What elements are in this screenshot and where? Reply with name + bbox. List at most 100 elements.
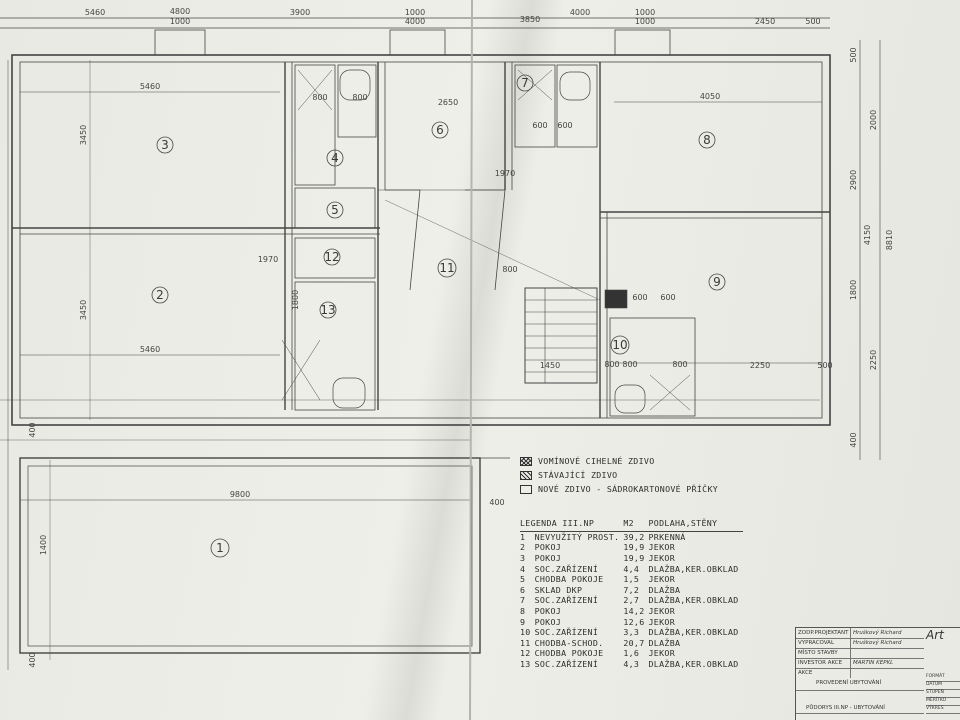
- dim-small-7: 800: [672, 360, 687, 369]
- dim-left-2: 3450: [79, 300, 88, 320]
- tb-drawing-name: PŮDORYS III.NP - UBYTOVÁNÍ: [806, 705, 885, 711]
- dim-small-9: 600: [632, 293, 647, 302]
- legend-room-floor: JEKOR: [648, 574, 675, 585]
- legend-room-floor: DLAŽBA,KER.OBKLAD: [648, 595, 739, 606]
- legend-room-name: CHODBA POKOJE: [534, 648, 604, 659]
- dim-right-5: 1800: [849, 280, 858, 300]
- legend-room-area: 2,7: [623, 595, 640, 606]
- legend-room-area: 14,2: [623, 606, 645, 617]
- legend-room-floor: JEKOR: [648, 606, 675, 617]
- tb-value: MARTIN KEPKL: [853, 660, 894, 666]
- dim-small-11: 800: [502, 265, 517, 274]
- legend-room-name: SOC.ZAŘÍZENÍ: [534, 563, 599, 574]
- legend-room-area: 20,7: [623, 637, 645, 648]
- dim-small-1: 800: [312, 93, 327, 102]
- room-4-label: 4: [331, 151, 339, 165]
- legend-panel: VOMÍNOVÉ CIHELNÉ ZDIVO STÁVAJÍCÍ ZDIVO N…: [520, 454, 760, 669]
- legend-room-number: 8: [520, 606, 526, 617]
- legend-room-floor: JEKOR: [648, 542, 675, 553]
- legend-room-name: SOC.ZAŘÍZENÍ: [534, 627, 599, 638]
- legend-room-floor: JEKOR: [648, 648, 675, 659]
- room-13-label: 13: [320, 303, 335, 317]
- legend-room-number: 6: [520, 584, 526, 595]
- dim-left-6: 400: [28, 652, 37, 667]
- legend-room-area: 3,3: [623, 627, 640, 638]
- dim-right-8: 400: [849, 432, 858, 447]
- legend-room-name: POKOJ: [534, 606, 562, 617]
- dim-inner-1: 5460: [140, 82, 160, 91]
- tb-side-field: FORMÁT: [926, 673, 960, 682]
- tb-side-field: DATUM: [926, 681, 960, 690]
- dim-top-10: 4000: [570, 8, 590, 17]
- legend-room-area: 12,6: [623, 616, 645, 627]
- room-5-label: 5: [331, 203, 339, 217]
- dim-inner-8: 400: [489, 498, 504, 507]
- material-legend-row: STÁVAJÍCÍ ZDIVO: [520, 468, 760, 482]
- room-3-label: 3: [161, 138, 169, 152]
- dim-right-7: 2250: [869, 350, 878, 370]
- dim-right-2: 2000: [869, 110, 878, 130]
- room-11-label: 11: [439, 261, 454, 275]
- tb-label: ZODP.PROJEKTANT: [796, 628, 851, 638]
- title-block-row: MÍSTO STAVBY: [796, 648, 924, 659]
- legend-room-area: 4,3: [623, 659, 640, 670]
- dim-inner-5: 2250: [750, 361, 770, 370]
- material-legend-text: VOMÍNOVÉ CIHELNÉ ZDIVO: [538, 456, 655, 466]
- dim-top-6: 4000: [405, 17, 425, 26]
- legend-room-name: SOC.ZAŘÍZENÍ: [534, 595, 599, 606]
- dim-inner-4: 5460: [140, 345, 160, 354]
- legend-room-floor: DLAŽBA: [648, 584, 681, 595]
- dim-top-9: 1000: [635, 8, 655, 17]
- dim-left-1: 3450: [79, 125, 88, 145]
- legend-room-number: 7: [520, 595, 526, 606]
- legend-room-floor: JEKOR: [648, 553, 675, 564]
- legend-room-area: 19,9: [623, 542, 645, 553]
- legend-room-number: 3: [520, 553, 526, 564]
- legend-room-area: 19,9: [623, 553, 645, 564]
- legend-room-name: CHODBA-SCHOD.: [534, 637, 604, 648]
- material-legend-text: NOVÉ ZDIVO - SÁDROKARTONOVÉ PŘÍČKY: [538, 484, 719, 494]
- tb-side-field: MĚŘÍTKO: [926, 697, 960, 706]
- legend-room-floor: JEKOR: [648, 616, 675, 627]
- legend-room-name: CHODBA POKOJE: [534, 574, 604, 585]
- room-10-label: 10: [612, 338, 627, 352]
- room-7-label: 7: [521, 76, 529, 90]
- room-9-label: 9: [713, 275, 721, 289]
- legend-room-area: 7,2: [623, 584, 640, 595]
- dim-top-11: 2450: [755, 17, 775, 26]
- legend-room-number: 9: [520, 616, 526, 627]
- dim-top-12: 500: [805, 17, 820, 26]
- legend-room-number: 11: [520, 637, 531, 648]
- room-1-label: 1: [216, 541, 224, 555]
- legend-room-number: 12: [520, 648, 531, 659]
- legend-room-floor: DLAŽBA,KER.OBKLAD: [648, 627, 739, 638]
- dim-top-5: 1000: [405, 8, 425, 17]
- dim-small-10: 1970: [258, 255, 278, 264]
- legend-room-name: NEVYUŽITÝ PROST.: [534, 531, 620, 542]
- dim-right-6: 8810: [885, 230, 894, 250]
- dim-small-4: 600: [557, 121, 572, 130]
- dim-left-3: 1400: [39, 535, 48, 555]
- dim-small-8: 800: [604, 360, 619, 369]
- dim-small-2: 800: [352, 93, 367, 102]
- legend-header-title: LEGENDA III.NP: [520, 518, 624, 532]
- studio-logo: Art: [926, 628, 944, 642]
- room-2-label: 2: [156, 288, 164, 302]
- dim-inner-6: 9800: [230, 490, 250, 499]
- legend-room-number: 1: [520, 531, 526, 542]
- dim-right-1: 500: [849, 47, 858, 62]
- legend-room-number: 4: [520, 563, 526, 574]
